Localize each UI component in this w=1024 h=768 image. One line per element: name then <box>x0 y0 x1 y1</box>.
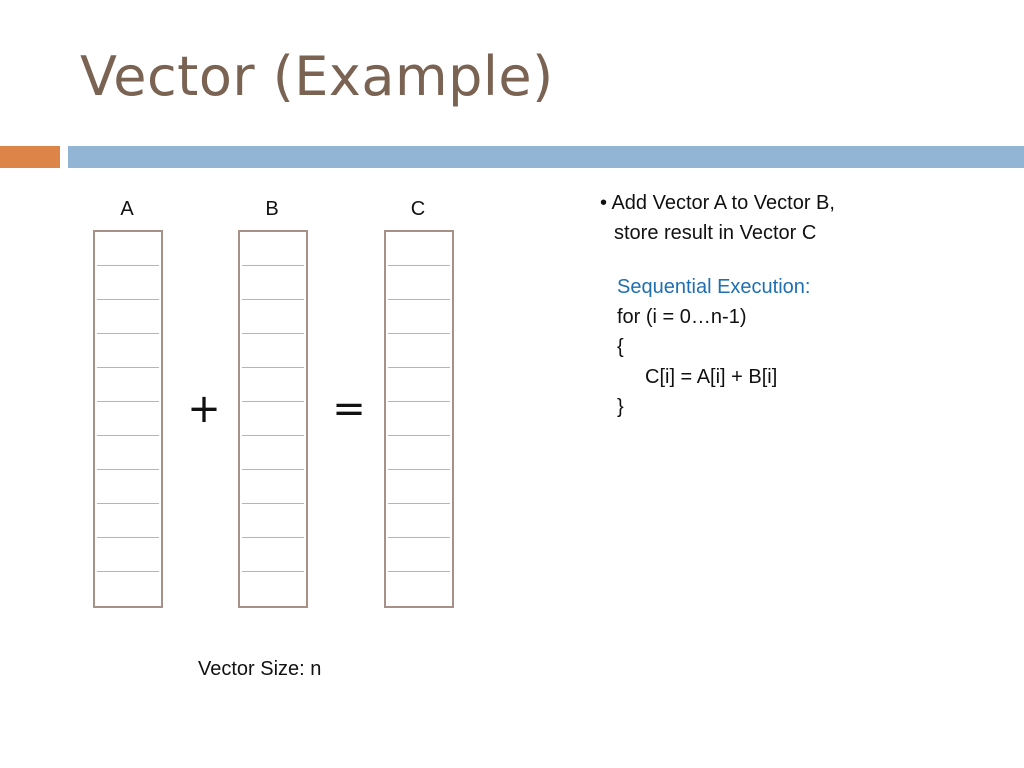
vector-cell <box>388 232 450 266</box>
vector-b-label: B <box>265 198 279 220</box>
slide-title: Vector (Example) <box>80 45 554 108</box>
vector-size-label: Vector Size: n <box>198 658 322 680</box>
vector-cell <box>97 504 159 538</box>
code-line-assign: C[i] = A[i] + B[i] <box>645 366 778 388</box>
code-block: Sequential Execution: for (i = 0…n-1) { … <box>617 272 810 422</box>
vector-cell <box>242 504 304 538</box>
vector-cell <box>388 504 450 538</box>
vector-cell <box>388 572 450 605</box>
code-line-close-brace: } <box>617 396 624 418</box>
vector-cell <box>388 266 450 300</box>
vector-cell <box>97 572 159 605</box>
vector-cell <box>242 300 304 334</box>
vector-cell <box>242 232 304 266</box>
vector-cell <box>97 300 159 334</box>
code-heading: Sequential Execution: <box>617 276 811 298</box>
vector-a-label: A <box>120 198 134 220</box>
vector-c <box>384 230 454 608</box>
vector-cell <box>97 368 159 402</box>
accent-bar-orange <box>0 146 60 168</box>
vector-cell <box>242 266 304 300</box>
vector-cell <box>97 470 159 504</box>
vector-cell <box>388 300 450 334</box>
vector-cell <box>97 266 159 300</box>
code-line-for: for (i = 0…n-1) <box>617 306 747 328</box>
vector-cell <box>97 402 159 436</box>
vector-cell <box>242 402 304 436</box>
vector-cell <box>242 368 304 402</box>
vector-cell <box>97 538 159 572</box>
code-line-open-brace: { <box>617 336 624 358</box>
bullet-text: • Add Vector A to Vector B, store result… <box>600 188 835 248</box>
vector-cell <box>242 572 304 605</box>
vector-cell <box>242 334 304 368</box>
bullet-line-1: • Add Vector A to Vector B, <box>600 192 835 214</box>
vector-cell <box>388 368 450 402</box>
vector-cell <box>388 436 450 470</box>
vector-cell <box>97 232 159 266</box>
vector-cell <box>388 402 450 436</box>
vector-a <box>93 230 163 608</box>
plus-operator: + <box>187 386 221 432</box>
vector-cell <box>388 470 450 504</box>
vector-cell <box>242 470 304 504</box>
vector-cell <box>388 538 450 572</box>
vector-cell <box>97 436 159 470</box>
vector-cell <box>388 334 450 368</box>
equals-operator: = <box>332 386 366 432</box>
bullet-line-2: store result in Vector C <box>614 222 817 244</box>
accent-bar-blue <box>68 146 1024 168</box>
vector-b <box>238 230 308 608</box>
vector-cell <box>242 538 304 572</box>
vector-cell <box>97 334 159 368</box>
vector-c-label: C <box>410 198 426 220</box>
vector-cell <box>242 436 304 470</box>
